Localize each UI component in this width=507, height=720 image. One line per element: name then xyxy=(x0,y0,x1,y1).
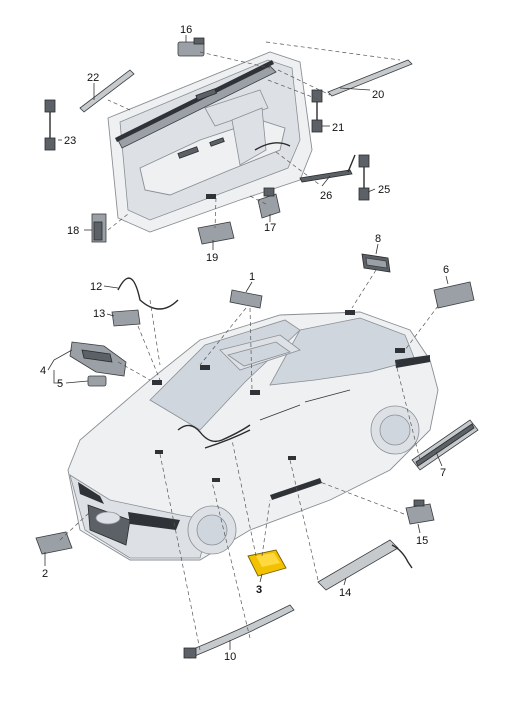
callout-13: 13 xyxy=(93,308,105,320)
part-22-strip xyxy=(79,69,135,113)
callout-6: 6 xyxy=(443,264,449,276)
part-12-wire-loop xyxy=(117,277,179,310)
callout-20: 20 xyxy=(372,89,384,101)
callout-22: 22 xyxy=(87,72,99,84)
part-15-lock xyxy=(405,499,435,525)
part-5-bulb xyxy=(87,375,107,387)
callout-7: 7 xyxy=(440,467,446,479)
part-7-sill-strip xyxy=(411,419,479,471)
part-2-lamp xyxy=(35,531,73,555)
part-3-module xyxy=(247,549,287,577)
part-1-lamp xyxy=(229,289,263,309)
part-23-connector xyxy=(44,99,56,151)
callout-17: 17 xyxy=(264,222,276,234)
callout-8: 8 xyxy=(375,233,381,245)
part-20-strip xyxy=(327,59,413,97)
dashed-reference-lines xyxy=(59,41,439,651)
callout-23: 23 xyxy=(64,135,76,147)
callout-19: 19 xyxy=(206,252,218,264)
callout-25: 25 xyxy=(378,184,390,196)
callout-1: 1 xyxy=(249,271,255,283)
callout-10: 10 xyxy=(224,651,236,663)
part-6-module xyxy=(433,281,475,309)
part-17-switch xyxy=(257,187,281,219)
callout-21: 21 xyxy=(332,122,344,134)
part-14-sill-strip xyxy=(317,539,413,591)
part-16-switch xyxy=(177,37,205,57)
part-13-sensor xyxy=(111,309,141,327)
part-19-lamp xyxy=(197,221,235,245)
callout-2: 2 xyxy=(42,568,48,580)
callout-16: 16 xyxy=(180,24,192,36)
leader-lines xyxy=(44,35,449,650)
callout-4: 4 xyxy=(40,365,46,377)
callout-labels: 16 22 23 20 21 26 25 17 19 18 8 6 1 12 1… xyxy=(40,24,449,663)
callout-5: 5 xyxy=(57,378,63,390)
callout-26: 26 xyxy=(320,190,332,202)
part-4-mirror-housing xyxy=(69,341,127,377)
part-25-connector xyxy=(358,154,370,201)
callout-3: 3 xyxy=(256,584,262,596)
car-body xyxy=(67,310,439,561)
part-8-lamp xyxy=(361,253,391,273)
part-26-strip xyxy=(299,154,356,183)
callout-14: 14 xyxy=(339,587,351,599)
part-21-connector xyxy=(311,89,323,133)
part-10-strip xyxy=(183,604,295,659)
callout-18: 18 xyxy=(67,225,79,237)
callout-12: 12 xyxy=(90,281,102,293)
door-panel xyxy=(91,51,313,243)
callout-15: 15 xyxy=(416,535,428,547)
